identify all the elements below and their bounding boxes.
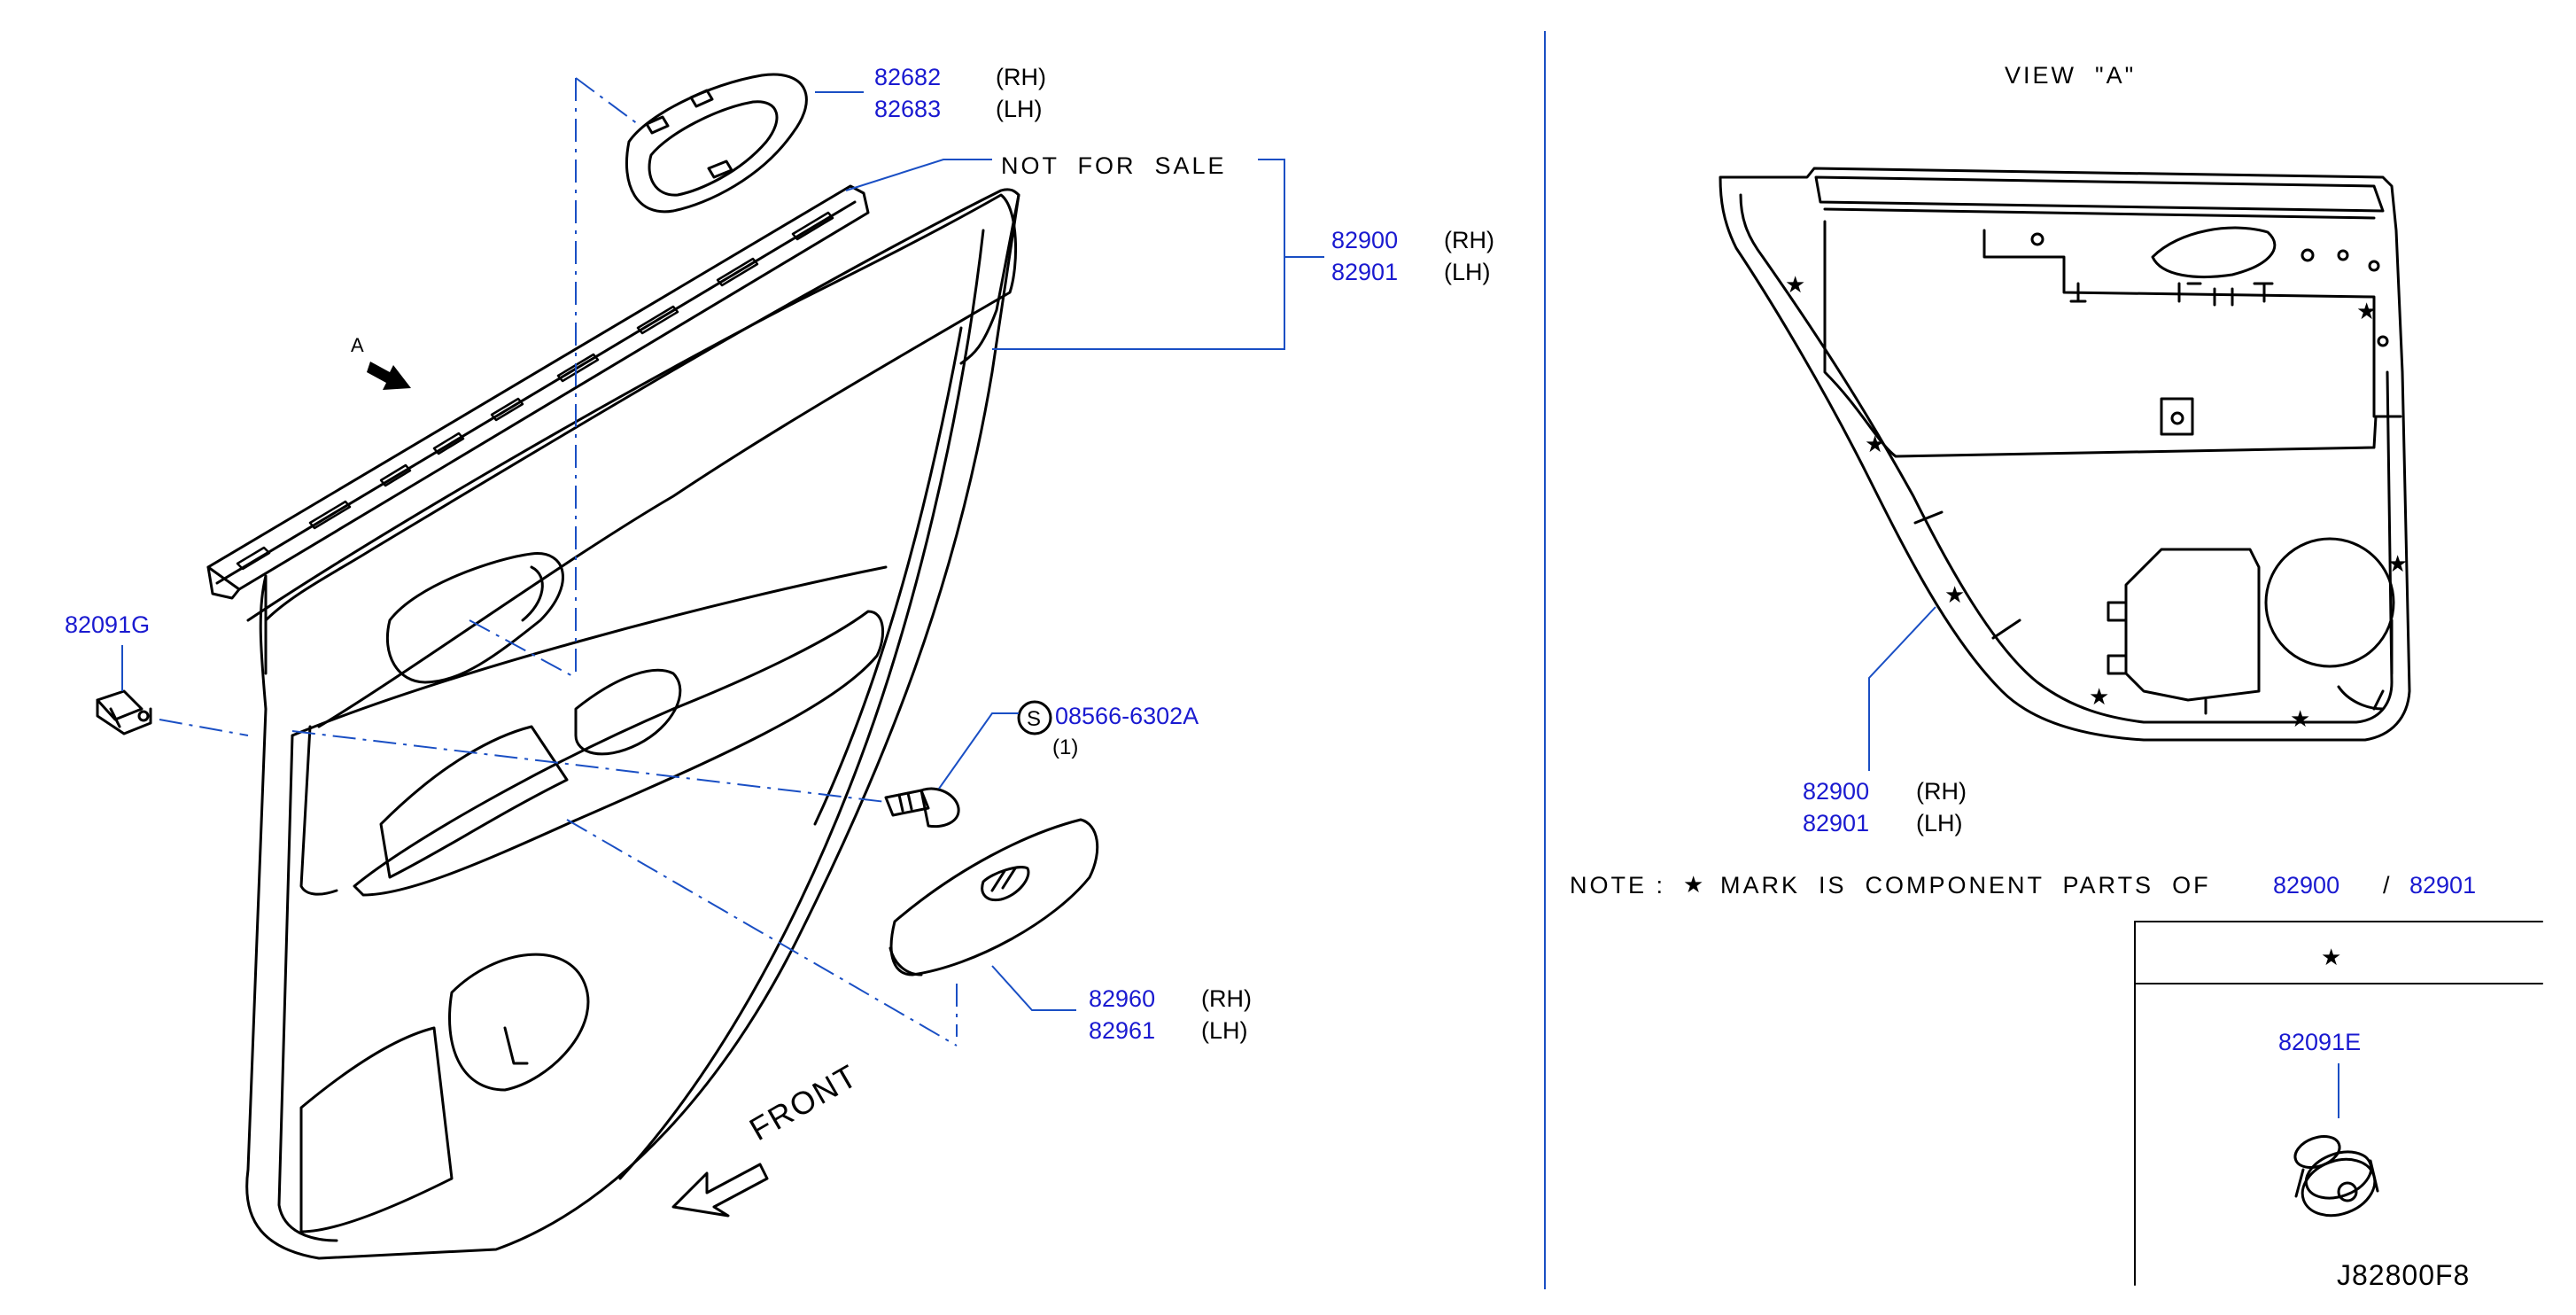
pn-82960[interactable]: 82960: [1089, 985, 1156, 1012]
leader-finisher: [845, 159, 992, 191]
pn-82091e[interactable]: 82091E: [2278, 1029, 2362, 1055]
svg-text:★: ★: [1785, 272, 1805, 299]
side-rh-view-a: (RH): [1916, 778, 1967, 805]
side-lh-82901: (LH): [1444, 259, 1491, 285]
screw: [884, 700, 1052, 829]
leader-view-a: [1868, 606, 1936, 771]
upper-panel: [246, 193, 1018, 728]
side-lh-82961: (LH): [1201, 1017, 1248, 1044]
not-for-sale-label: NOT FOR SALE: [1001, 152, 1227, 179]
pn-08566-6302a[interactable]: 08566-6302A: [1055, 703, 1199, 729]
handle-escutcheon: [625, 73, 808, 214]
pn-82683[interactable]: 82683: [874, 96, 942, 122]
note-text: MARK IS COMPONENT PARTS OF: [1720, 872, 2211, 899]
side-rh-82900: (RH): [1444, 227, 1494, 253]
side-rh-82682: (RH): [996, 64, 1046, 90]
svg-text:★: ★: [2356, 299, 2377, 325]
side-rh-82960: (RH): [1201, 985, 1252, 1012]
pn-view-a-82900[interactable]: 82900: [1803, 778, 1870, 805]
svg-text:★: ★: [2290, 706, 2310, 733]
diagram-id: J82800F8: [2337, 1259, 2471, 1291]
pn-82901[interactable]: 82901: [1331, 259, 1399, 285]
leader-trim: [992, 159, 1324, 350]
finisher-strip: [206, 184, 870, 600]
door-pull-pocket: [385, 552, 564, 684]
view-a-trim-panel: [1719, 167, 2411, 742]
screw-qty: (1): [1052, 735, 1079, 759]
armrest: [353, 610, 885, 897]
leader-screw: [938, 712, 1019, 790]
screw-symbol: S: [1027, 707, 1042, 731]
svg-text:★: ★: [1865, 432, 1885, 458]
side-lh-82683: (LH): [996, 96, 1043, 122]
view-a-arrow: [367, 362, 411, 390]
pn-82091g[interactable]: 82091G: [65, 611, 151, 638]
side-lh-view-a: (LH): [1916, 810, 1963, 836]
view-a-title: VIEW "A": [2005, 62, 2137, 89]
leader-switch: [991, 965, 1076, 1011]
note-separator: /: [2383, 872, 2390, 899]
note-star: ★: [1683, 872, 1704, 899]
pn-82682[interactable]: 82682: [874, 64, 942, 90]
svg-text:★: ★: [1944, 582, 1965, 609]
clip-82091g: [96, 689, 152, 735]
door-trim-panel: [245, 188, 1020, 1260]
note-pn-82900[interactable]: 82900: [2273, 872, 2340, 899]
svg-text:★: ★: [2387, 551, 2408, 578]
pn-82900[interactable]: 82900: [1331, 227, 1399, 253]
note-pn-82901[interactable]: 82901: [2409, 872, 2477, 899]
pn-view-a-82901[interactable]: 82901: [1803, 810, 1870, 836]
pn-82961[interactable]: 82961: [1089, 1017, 1156, 1044]
note-prefix: NOTE :: [1570, 872, 1666, 899]
table-star-header: ★: [2321, 945, 2342, 971]
component-table: [2134, 921, 2543, 1286]
view-a-arrow-label: A: [351, 334, 364, 356]
star-clip: [2293, 1135, 2379, 1218]
star-marks: ★ ★ ★ ★ ★ ★ ★: [1785, 272, 2408, 733]
switch-finisher: [888, 818, 1099, 977]
svg-text:★: ★: [2089, 684, 2109, 711]
lower-pocket: [299, 953, 590, 1233]
front-arrow: [671, 1163, 769, 1218]
